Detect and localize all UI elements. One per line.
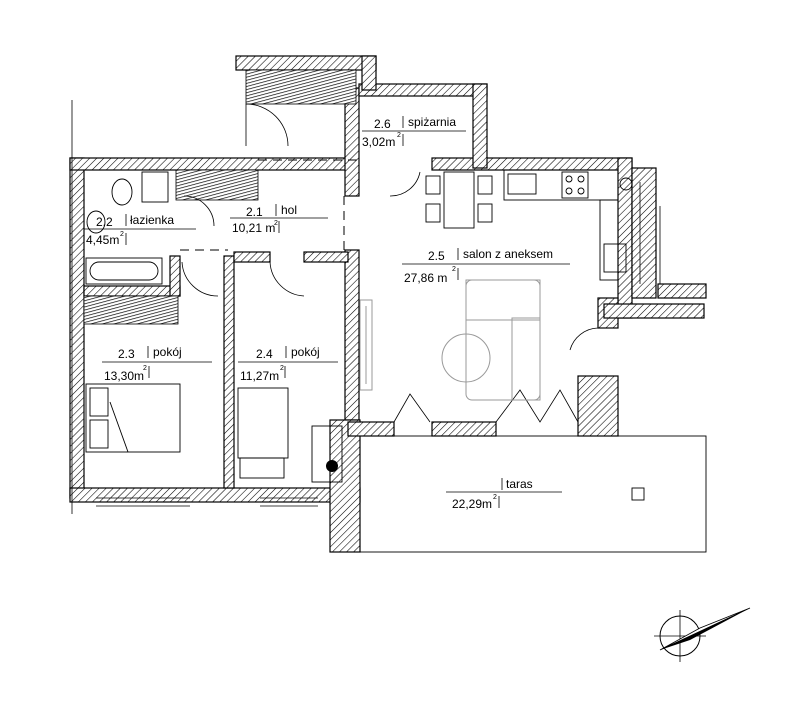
area-unit-sup: 2 <box>280 365 284 372</box>
room-number: 2.6 <box>374 117 391 131</box>
room-name: taras <box>506 477 533 491</box>
terrace-door-3 <box>569 327 599 351</box>
room-label-lazienka: 2.2 łazienka 4,45m 2 <box>84 213 196 247</box>
nightstand <box>239 457 285 479</box>
wall-entry-top <box>235 55 377 71</box>
windows <box>71 69 661 514</box>
room-number: 2.2 <box>96 215 113 229</box>
chair <box>326 460 338 472</box>
room-area: 4,45m <box>86 233 119 247</box>
area-unit-sup: 2 <box>493 494 497 501</box>
room-area: 27,86 m <box>404 271 447 285</box>
kitchen-side <box>599 199 619 281</box>
area-unit-sup: 2 <box>120 231 124 238</box>
furniture <box>85 169 707 553</box>
room-name: hol <box>281 203 297 217</box>
kitchen-sink <box>603 243 627 273</box>
area-unit-sup: 2 <box>143 365 147 372</box>
wall-living-bottom-a <box>347 421 395 437</box>
bedroom2-door <box>269 261 305 297</box>
area-unit-sup: 2 <box>274 220 278 227</box>
room-name: pokój <box>291 345 320 359</box>
wall-terrace-top-b <box>657 283 707 299</box>
dining-table <box>443 171 475 229</box>
room-area: 3,02m <box>362 135 395 149</box>
room-area: 11,27m <box>240 369 279 383</box>
wall-living-bottom-b <box>431 421 497 437</box>
room-name: spiżarnia <box>408 115 456 129</box>
wall-living-bottom-c <box>577 375 619 437</box>
room-label-pokoj-23: 2.3 pokój 13,30m 2 <box>102 345 212 383</box>
cooktop <box>561 171 589 199</box>
wall-bath-bottom <box>83 285 181 297</box>
washing-machine <box>141 171 169 203</box>
pantry-door <box>389 171 421 197</box>
wall-bath-right <box>169 255 181 297</box>
walls <box>69 55 707 553</box>
wardrobe-entry <box>245 69 357 105</box>
bed-single <box>237 387 289 459</box>
kitchen-counter <box>503 169 619 201</box>
wardrobe-bedroom <box>83 295 179 325</box>
wall-bedroom-split <box>223 255 235 489</box>
tv-unit <box>359 299 373 391</box>
room-area: 22,29m <box>452 497 492 511</box>
room-area: 10,21 m <box>232 221 275 235</box>
wall-living-left <box>344 249 360 421</box>
room-name: salon z aneksem <box>463 247 553 261</box>
wall-terrace-left <box>329 419 361 553</box>
wall-hall-bottom-b <box>303 251 349 263</box>
bathtub <box>85 257 163 285</box>
terrace-outline <box>359 435 707 553</box>
room-name: łazienka <box>130 213 174 227</box>
entry-door <box>245 103 289 147</box>
wall-pantry-right <box>472 83 488 169</box>
area-unit-sup: 2 <box>452 266 456 273</box>
room-label-spizarnia: 2.6 spiżarnia 3,02m 2 <box>362 115 466 149</box>
coffee-table <box>441 333 491 383</box>
terrace-planter <box>631 487 645 501</box>
wall-top-right <box>431 157 633 171</box>
doors <box>181 103 599 423</box>
terrace-door-1 <box>393 393 431 423</box>
wall-entry-right <box>361 55 377 91</box>
area-unit-sup: 2 <box>397 132 401 139</box>
sofa <box>465 279 541 401</box>
room-number: 2.1 <box>246 205 263 219</box>
wall-terrace-top <box>603 303 705 319</box>
room-number: 2.3 <box>118 347 135 361</box>
wardrobe-hall <box>175 169 259 201</box>
desk <box>311 425 343 483</box>
bath-door <box>181 261 219 297</box>
sink <box>86 210 106 234</box>
wall-hall-bottom-a <box>233 251 271 263</box>
wall-pantry-top <box>358 83 488 97</box>
toilet <box>111 178 133 206</box>
room-name: pokój <box>153 345 182 359</box>
room-label-pokoj-24: 2.4 pokój 11,27m 2 <box>238 345 338 383</box>
bed-large <box>85 383 181 453</box>
wall-bottom <box>69 487 361 503</box>
room-label-hol: 2.1 hol 10,21 m 2 <box>230 203 328 235</box>
room-number: 2.4 <box>256 347 273 361</box>
wall-right-outer <box>631 167 657 299</box>
room-area: 13,30m <box>104 369 144 383</box>
terrace-door-2 <box>495 389 579 423</box>
room-label-taras: taras 22,29m 2 <box>446 477 562 511</box>
room-number: 2.5 <box>428 249 445 263</box>
room-label-salon: 2.5 salon z aneksem 27,86 m 2 <box>402 247 570 285</box>
north-arrow-icon <box>654 607 751 662</box>
